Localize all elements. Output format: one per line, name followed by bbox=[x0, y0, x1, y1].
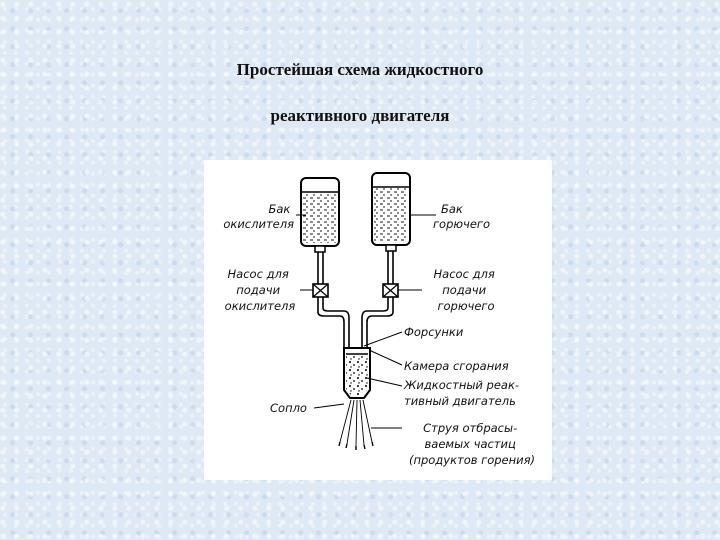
label-oxidizer-tank-line-1: Бак bbox=[268, 202, 290, 216]
combustion-chamber bbox=[343, 347, 371, 399]
label-exhaust-line-1: Струя отбрасы- bbox=[423, 421, 517, 435]
label-exhaust-line-3: (продуктов горения) bbox=[409, 453, 535, 467]
oxidizer-pump bbox=[312, 283, 329, 298]
label-engine: Жидкостный реак- тивный двигатель bbox=[403, 378, 523, 408]
label-injectors: Форсунки bbox=[404, 325, 464, 339]
oxidizer-tank bbox=[300, 177, 340, 253]
label-fuel-pump-line-1: Насос для bbox=[434, 267, 495, 281]
leader-lines bbox=[296, 214, 436, 429]
label-fuel-tank: Бак горючего bbox=[433, 202, 490, 231]
fuel-pipe bbox=[361, 251, 394, 348]
title-line-1: Простейшая схема жидкостного bbox=[236, 60, 484, 79]
oxidizer-pipe bbox=[317, 252, 350, 348]
label-oxidizer-pump: Насос для подачи окислителя bbox=[225, 267, 296, 313]
label-fuel-pump-line-3: горючего bbox=[437, 299, 494, 313]
label-combustion-chamber: Камера сгорания bbox=[404, 359, 509, 373]
label-oxidizer-pump-line-1: Насос для bbox=[228, 267, 289, 281]
label-fuel-tank-line-2: горючего bbox=[433, 217, 490, 231]
fuel-pump bbox=[382, 283, 399, 298]
exhaust-jet bbox=[338, 399, 374, 450]
label-fuel-tank-line-1: Бак bbox=[441, 202, 463, 216]
label-oxidizer-tank-line-2: окислителя bbox=[223, 217, 294, 231]
fuel-tank bbox=[371, 172, 411, 252]
label-fuel-pump-line-2: подачи bbox=[442, 283, 486, 297]
label-exhaust: Струя отбрасы- ваемых частиц (продуктов … bbox=[409, 421, 535, 467]
engine-diagram: Бак окислителя Бак горючего Насос для по… bbox=[204, 160, 552, 480]
label-oxidizer-tank: Бак окислителя bbox=[223, 202, 294, 231]
label-nozzle: Сопло bbox=[270, 401, 307, 415]
label-engine-line-1: Жидкостный реак- bbox=[403, 378, 519, 392]
title-line-2: реактивного двигателя bbox=[270, 106, 450, 125]
label-engine-line-2: тивный двигатель bbox=[404, 394, 516, 408]
label-oxidizer-pump-line-3: окислителя bbox=[225, 299, 296, 313]
label-fuel-pump: Насос для подачи горючего bbox=[434, 267, 499, 313]
label-oxidizer-pump-line-2: подачи bbox=[236, 283, 280, 297]
label-exhaust-line-2: ваемых частиц bbox=[425, 437, 516, 451]
